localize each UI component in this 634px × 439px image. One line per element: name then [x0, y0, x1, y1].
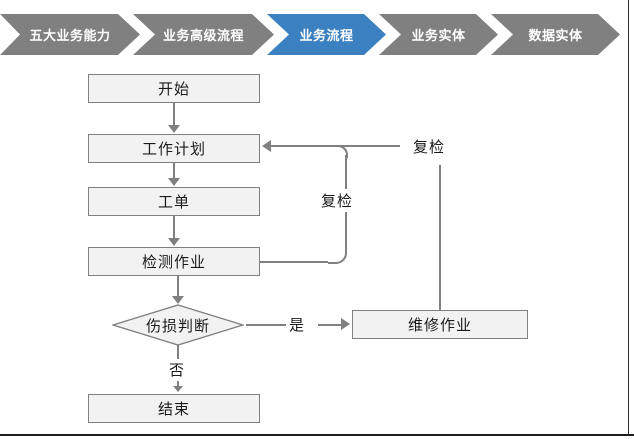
connector-inspection-recheck-vertical-lower	[345, 212, 347, 244]
breadcrumb-item-2[interactable]: 业务流程	[267, 14, 386, 55]
arrowhead-inspection-to-decision	[172, 296, 184, 304]
connector-work-order-to-inspection	[173, 216, 175, 239]
flow-node-repair-label: 维修作业	[407, 316, 472, 334]
breadcrumb-item-1[interactable]: 业务高级流程	[133, 14, 274, 55]
breadcrumb-item-4[interactable]: 数据实体	[491, 14, 620, 55]
connector-inspection-recheck-horizontal	[260, 261, 328, 263]
flow-node-start[interactable]: 开始	[88, 74, 260, 103]
breadcrumb-item-3-label: 业务实体	[411, 28, 466, 44]
connector-inspection-recheck-vertical-upper	[345, 155, 347, 189]
arrowhead-start-to-work-plan	[168, 125, 180, 133]
flow-node-work-plan[interactable]: 工作计划	[88, 134, 260, 163]
breadcrumb-item-2-label: 业务流程	[299, 28, 354, 44]
arrowhead-decision-to-repair	[341, 318, 350, 330]
frame-border-bottom	[0, 434, 634, 436]
edge-label-recheck-repair: 复检	[410, 136, 449, 157]
flow-node-work-order-label: 工单	[157, 193, 190, 211]
edge-label-decision-yes: 是	[286, 314, 309, 335]
flow-node-inspection-label: 检测作业	[141, 253, 206, 271]
breadcrumb-item-0-label: 五大业务能力	[29, 28, 111, 44]
arrowhead-recheck-to-work-plan	[262, 140, 271, 152]
frame-border-right	[628, 0, 629, 434]
flow-node-end[interactable]: 结束	[88, 394, 260, 423]
connector-yes-label-to-repair	[318, 324, 343, 326]
flow-node-work-plan-label: 工作计划	[141, 140, 206, 158]
breadcrumb-item-1-label: 业务高级流程	[162, 28, 244, 44]
connector-start-to-work-plan	[173, 103, 175, 126]
flow-node-start-label: 开始	[157, 80, 190, 98]
edge-label-recheck-inspection: 复检	[318, 190, 357, 211]
connector-no-label-to-end	[177, 381, 179, 387]
flow-node-decision-label: 伤损判断	[145, 316, 210, 335]
arrowhead-decision-to-end	[173, 386, 183, 392]
flow-node-repair[interactable]: 维修作业	[352, 310, 528, 339]
connector-inspection-recheck-top-elbow	[327, 145, 349, 159]
breadcrumb-item-3[interactable]: 业务实体	[379, 14, 498, 55]
connector-inspection-recheck-elbow	[326, 241, 350, 265]
breadcrumb: 五大业务能力 业务高级流程 业务流程 业务实体 数据实体	[0, 14, 626, 55]
connector-inspection-to-decision	[177, 276, 179, 297]
arrowhead-work-order-to-inspection	[168, 238, 180, 246]
flow-node-decision[interactable]: 伤损判断	[112, 304, 244, 346]
connector-decision-to-yes-label	[246, 324, 286, 326]
breadcrumb-item-4-label: 数据实体	[528, 28, 583, 44]
flow-node-end-label: 结束	[157, 400, 190, 418]
flow-node-work-order[interactable]: 工单	[88, 187, 260, 216]
connector-recheck-to-work-plan	[270, 145, 400, 147]
connector-work-plan-to-work-order	[173, 163, 175, 179]
connector-repair-recheck-vertical	[439, 165, 441, 311]
edge-label-decision-no: 否	[166, 359, 189, 380]
breadcrumb-item-0[interactable]: 五大业务能力	[0, 14, 140, 55]
flow-node-inspection[interactable]: 检测作业	[88, 247, 260, 276]
connector-decision-to-no-label	[177, 345, 179, 359]
arrowhead-work-plan-to-work-order	[168, 178, 180, 186]
